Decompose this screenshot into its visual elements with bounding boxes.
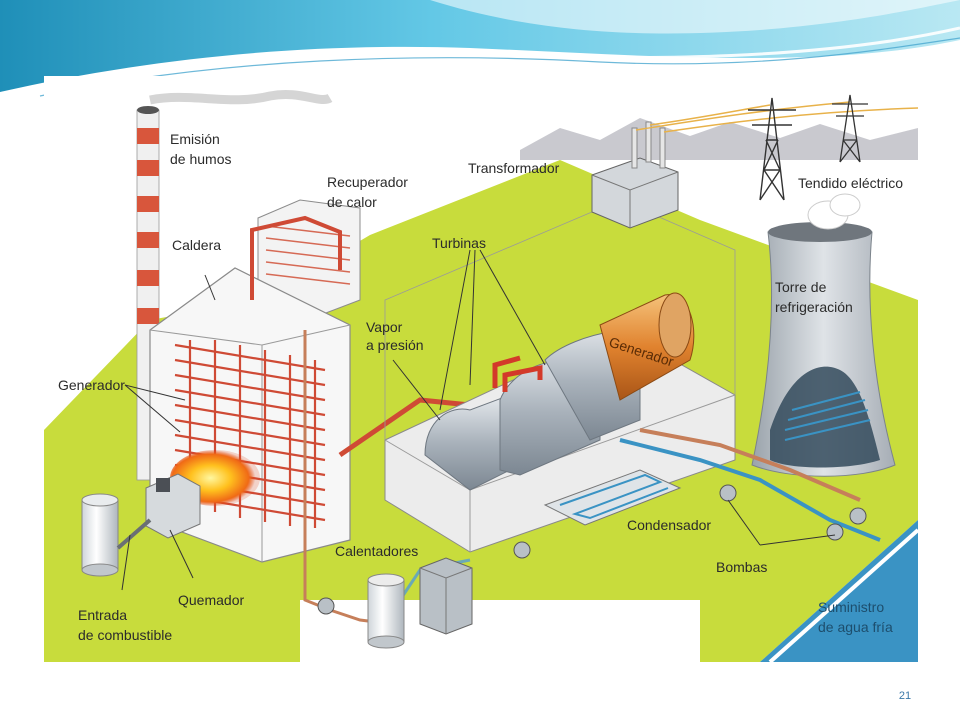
label-bombas: Bombas [716,559,767,575]
label-condensador: Condensador [627,517,711,533]
pump-2 [826,523,844,541]
burner [145,473,201,539]
cooling-tower [751,193,896,477]
heater-unit [419,557,473,635]
page-number: 21 [898,690,912,702]
label-tendido: Tendido eléctrico [798,175,903,191]
power-tower-1 [748,97,796,201]
label-generador-caldera: Generador [58,377,125,393]
condenser [543,469,682,526]
pump-1 [719,484,737,502]
fuel-tank [81,493,152,577]
cold-water-supply [760,520,920,664]
slide-header-wave [0,0,960,100]
label-emision-line2: de humos [170,151,231,167]
power-tower-2 [832,94,868,163]
label-torre-line1: Torre de [775,279,827,295]
label-caldera: Caldera [172,237,221,253]
label-recuperador-line1: Recuperador [327,174,408,190]
heater-tank [367,573,405,649]
label-turbinas: Turbinas [432,235,486,251]
label-vapor-line2: a presión [366,337,424,353]
label-suministro-line1: Suministro [818,599,884,615]
label-transformador: Transformador [468,160,560,176]
label-calentadores: Calentadores [335,543,418,559]
label-recuperador-line2: de calor [327,194,377,210]
generator [599,292,695,401]
pump-5 [317,597,335,615]
label-vapor-line1: Vapor [366,319,403,335]
leader-lines [121,249,836,591]
label-entrada-line2: de combustible [78,627,172,643]
label-suministro-line2: de agua fría [818,619,893,635]
transformer [591,101,919,229]
label-quemador: Quemador [178,592,244,608]
label-emision-line1: Emisión [170,131,220,147]
pump-3 [849,507,867,525]
pump-4 [513,541,531,559]
label-entrada-line1: Entrada [78,607,127,623]
label-torre-line2: refrigeración [775,299,853,315]
